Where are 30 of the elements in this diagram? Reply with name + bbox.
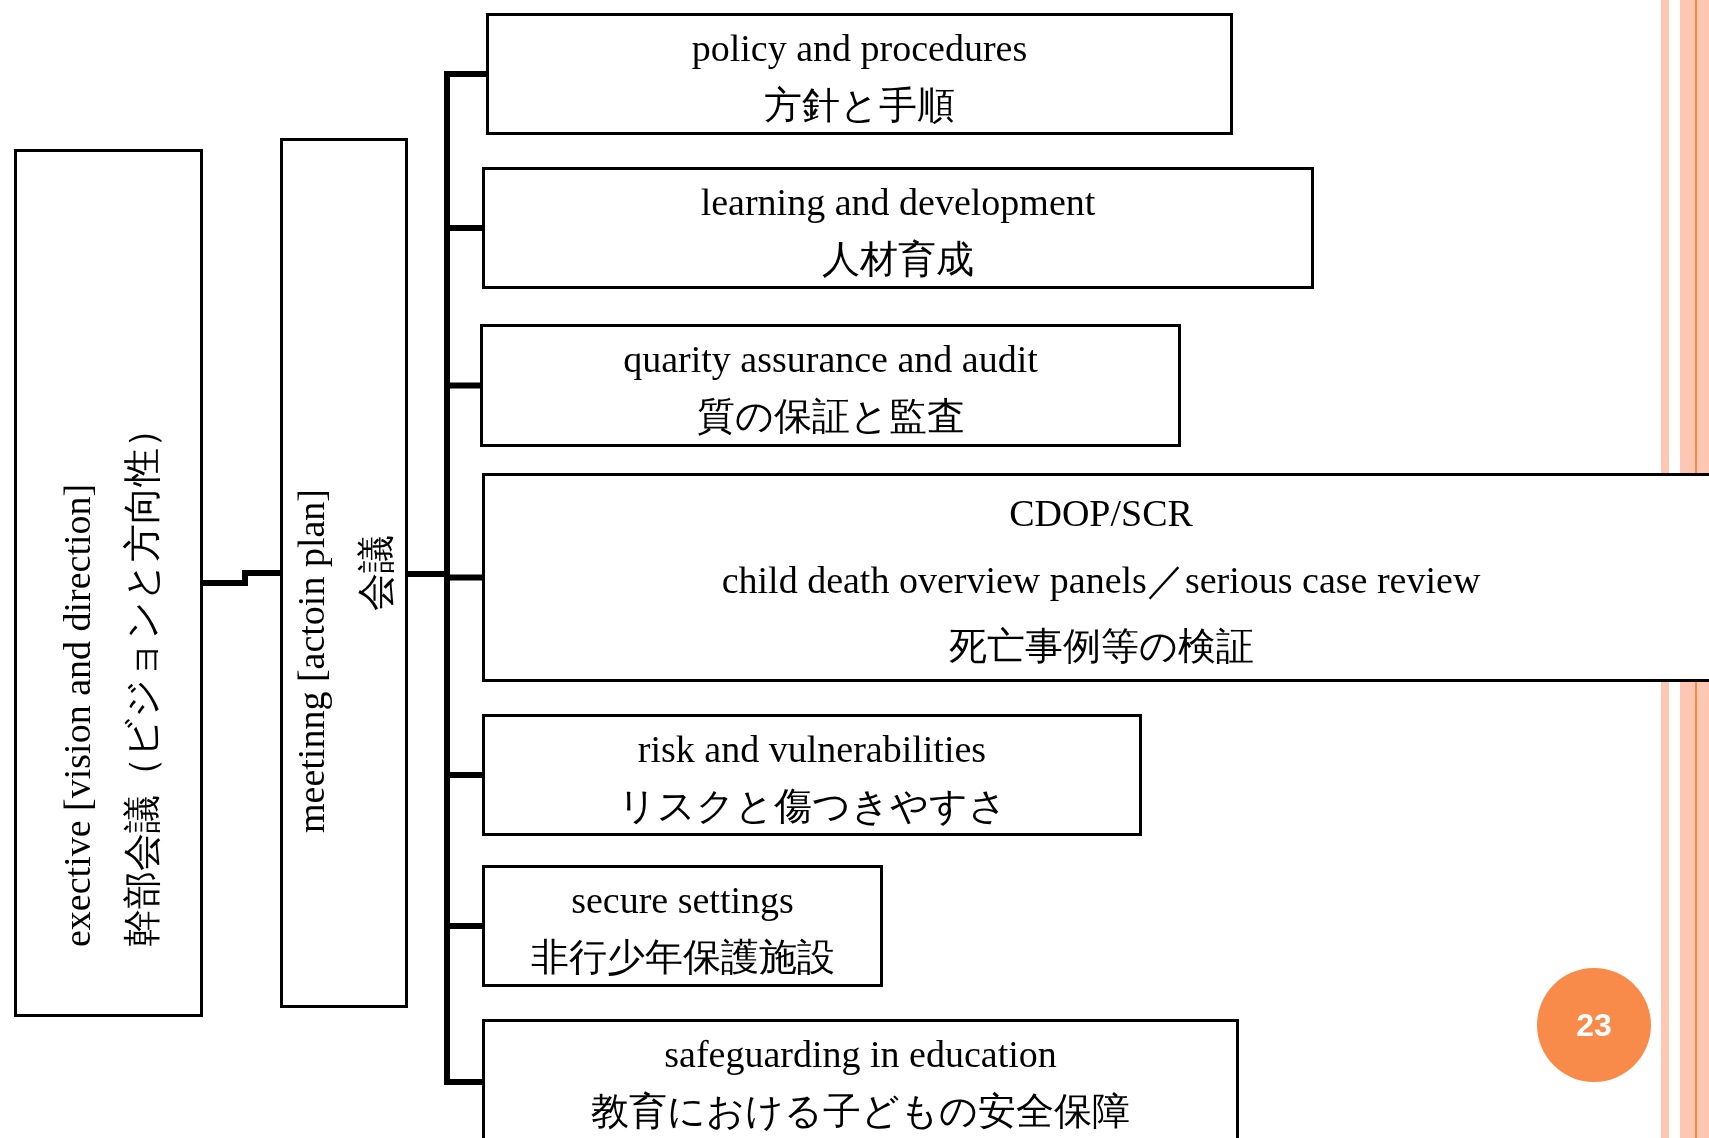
box-text: learning and development: [700, 180, 1096, 225]
box-text: 方針と手順: [764, 83, 955, 128]
process-box: [482, 473, 1709, 682]
process-box: [486, 13, 1233, 135]
box-text: policy and procedures: [691, 26, 1028, 71]
process-box: [482, 1019, 1239, 1138]
box-text: risk and vulnerabilities: [637, 727, 987, 772]
box-text: 死亡事例等の検証: [948, 624, 1254, 669]
box-text: secure settings: [571, 878, 794, 923]
box-text: quarity assurance and audit: [623, 337, 1038, 382]
process-box: [482, 865, 883, 987]
box-text: 教育における子どもの安全保障: [591, 1089, 1130, 1134]
process-box: [14, 149, 203, 1017]
process-box: [482, 167, 1314, 289]
process-box: [280, 138, 408, 1008]
box-text: child death overview panels／serious case review: [721, 557, 1481, 603]
process-box: [482, 714, 1142, 836]
box-text: safeguarding in education: [664, 1032, 1057, 1077]
page-number: 23: [1537, 968, 1651, 1082]
box-text: 幹部会議（ビジョンと方向性）: [118, 410, 163, 947]
box-text: meetinng [actoin plan]: [289, 489, 334, 833]
box-text: リスクと傷つきやすさ: [617, 784, 1007, 829]
box-text: 会議: [354, 535, 398, 611]
box-text: 質の保証と監査: [696, 394, 965, 439]
box-text: CDOP/SCR: [1009, 491, 1193, 536]
box-text: 非行少年保護施設: [530, 935, 835, 980]
connector-line: [203, 570, 280, 586]
box-text: 人材育成: [822, 237, 974, 282]
box-text: exective [vision and direction]: [53, 483, 98, 947]
process-box: [480, 324, 1181, 447]
